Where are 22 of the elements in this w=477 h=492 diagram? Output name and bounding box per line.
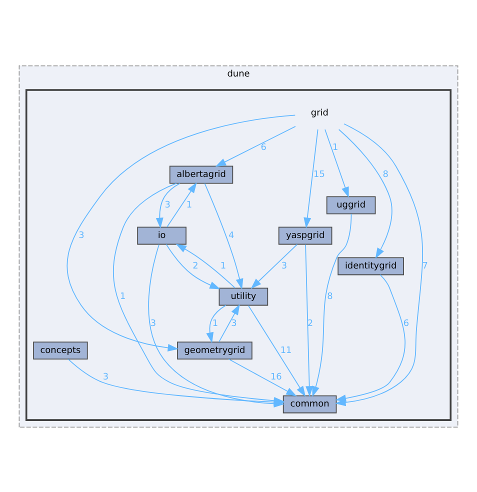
edge-label: 7	[422, 260, 428, 271]
edge-label: 11	[280, 345, 292, 356]
edge-label: 2	[192, 260, 198, 271]
edge-label: 3	[281, 260, 288, 271]
edge-label: 3	[78, 230, 84, 240]
edge-label: 1	[220, 260, 226, 271]
edge-label: 1	[212, 318, 218, 328]
edge-label: 1	[120, 291, 126, 302]
edge-label: 16	[270, 372, 282, 382]
edge-label: 6	[260, 142, 266, 153]
edge-label: 4	[228, 230, 234, 240]
edge-label: 6	[403, 318, 410, 328]
edge-label: 3	[164, 200, 170, 210]
edge-label: 1	[186, 200, 192, 210]
edge-label: 15	[314, 169, 325, 180]
edge-label: 3	[102, 372, 109, 382]
edge-label: 2	[307, 318, 314, 328]
edge-label: 3	[231, 318, 237, 328]
edge-label: 8	[327, 291, 333, 302]
edge-label: 8	[382, 169, 388, 180]
edge-label: 1	[332, 142, 338, 153]
edge-label: 3	[150, 318, 156, 328]
